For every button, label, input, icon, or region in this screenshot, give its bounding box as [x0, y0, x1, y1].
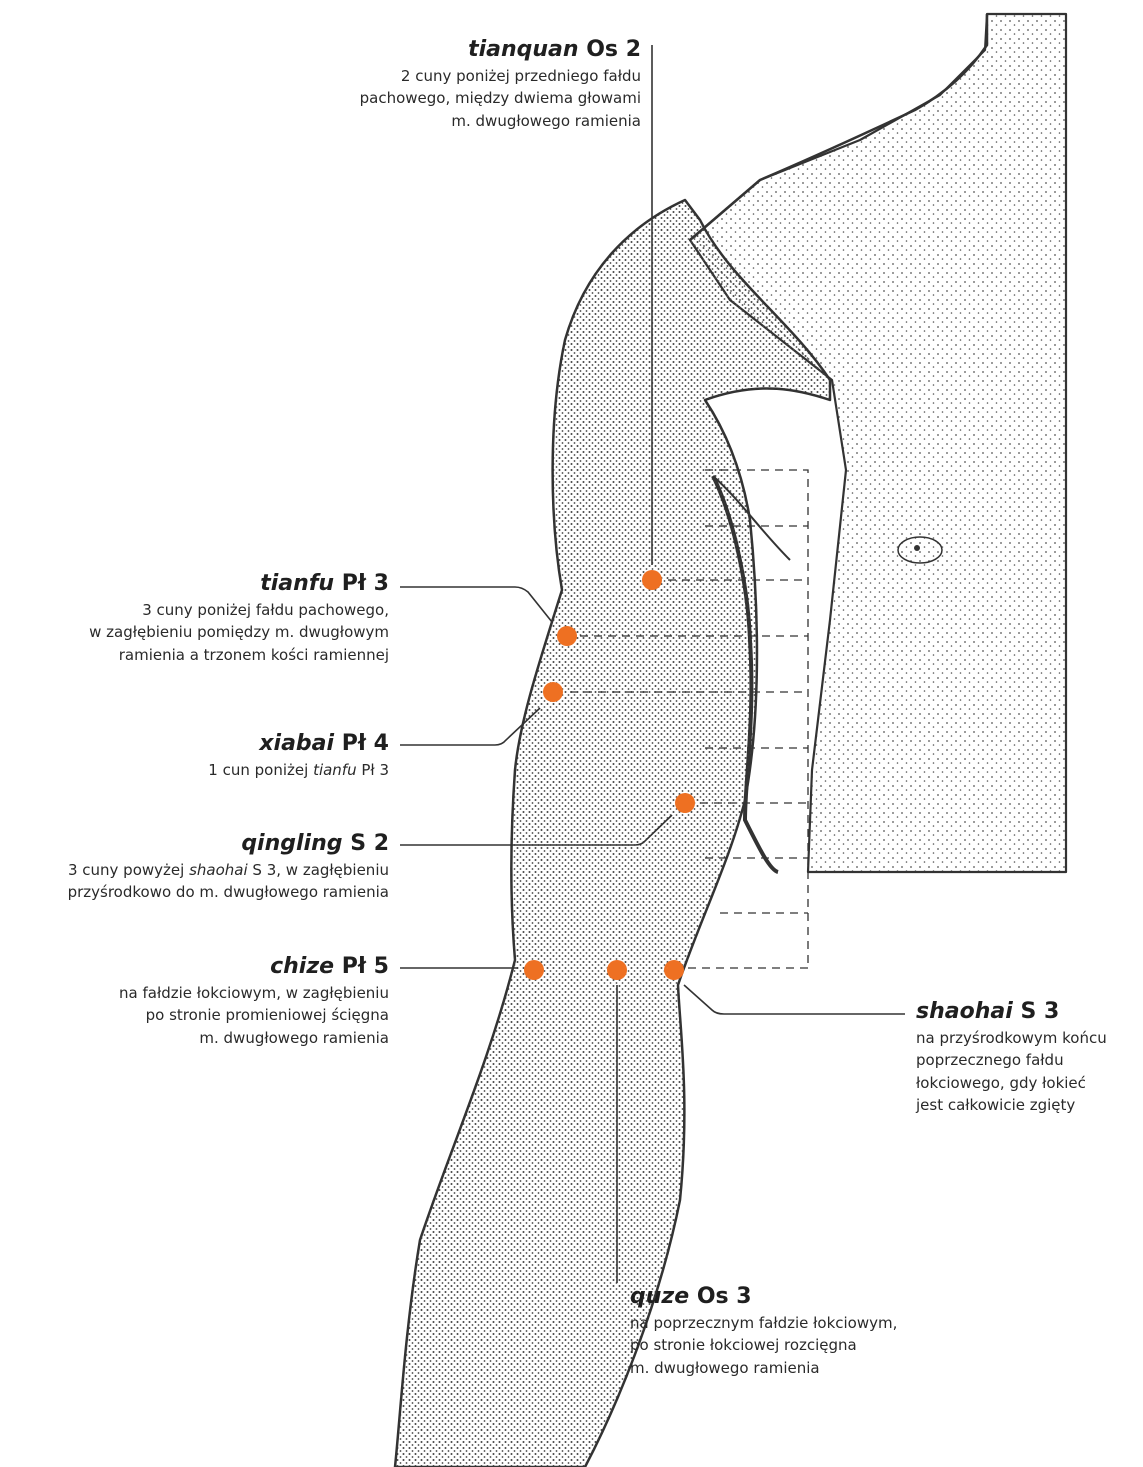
label-title: shaohai S 3 — [916, 998, 1107, 1027]
point-code: Os 2 — [586, 37, 641, 62]
arm-outline — [395, 200, 830, 1467]
point-code: Os 3 — [697, 1284, 752, 1309]
desc-line: m. dwugłowego ramienia — [630, 1357, 897, 1380]
label-description: 2 cuny poniżej przedniego fałdu pachoweg… — [360, 65, 641, 133]
label-description: na poprzecznym fałdzie łokciowym, po str… — [630, 1312, 897, 1380]
desc-line: m. dwugłowego ramienia — [360, 110, 641, 133]
label-title: tianquan Os 2 — [360, 36, 641, 65]
label-description: na fałdzie łokciowym, w zagłębieniu po s… — [119, 982, 389, 1050]
desc-line: ramienia a trzonem kości ramiennej — [89, 644, 389, 667]
point-name: tianfu — [260, 571, 334, 596]
desc-line: przyśrodkowo do m. dwugłowego ramienia — [68, 881, 389, 904]
desc-text: 3 cuny powyżej — [68, 861, 189, 879]
point-name: shaohai — [916, 999, 1013, 1024]
label-quze: quze Os 3 na poprzecznym fałdzie łokciow… — [630, 1283, 897, 1379]
point-name: tianquan — [468, 37, 578, 62]
desc-line: po stronie łokciowej rozcięgna — [630, 1334, 897, 1357]
desc-line: na przyśrodkowym końcu — [916, 1027, 1107, 1050]
desc-line: łokciowego, gdy łokieć — [916, 1072, 1107, 1095]
label-xiabai: xiabai Pł 4 1 cun poniżej tianfu Pł 3 — [208, 730, 389, 781]
point-code: Pł 3 — [342, 571, 389, 596]
label-title: tianfu Pł 3 — [89, 570, 389, 599]
label-description: 3 cuny powyżej shaohai S 3, w zagłębieni… — [68, 859, 389, 904]
point-name: chize — [270, 954, 334, 979]
desc-line: 3 cuny powyżej shaohai S 3, w zagłębieni… — [68, 859, 389, 882]
desc-line: poprzecznego fałdu — [916, 1049, 1107, 1072]
label-title: quze Os 3 — [630, 1283, 897, 1312]
desc-line: m. dwugłowego ramienia — [119, 1027, 389, 1050]
desc-line: 2 cuny poniżej przedniego fałdu — [360, 65, 641, 88]
label-shaohai: shaohai S 3 na przyśrodkowym końcu poprz… — [916, 998, 1107, 1117]
label-description: na przyśrodkowym końcu poprzecznego fałd… — [916, 1027, 1107, 1117]
desc-line: 3 cuny poniżej fałdu pachowego, — [89, 599, 389, 622]
label-description: 1 cun poniżej tianfu Pł 3 — [208, 759, 389, 782]
label-title: qingling S 2 — [68, 830, 389, 859]
desc-italic: tianfu — [313, 761, 357, 779]
desc-line: na poprzecznym fałdzie łokciowym, — [630, 1312, 897, 1335]
point-name: quze — [630, 1284, 689, 1309]
desc-line: jest całkowicie zgięty — [916, 1094, 1107, 1117]
point-name: xiabai — [259, 731, 334, 756]
label-chize: chize Pł 5 na fałdzie łokciowym, w zagłę… — [119, 953, 389, 1049]
desc-line: w zagłębieniu pomiędzy m. dwugłowym — [89, 621, 389, 644]
point-code: Pł 5 — [342, 954, 389, 979]
desc-line: pachowego, między dwiema głowami — [360, 87, 641, 110]
desc-italic: shaohai — [189, 861, 248, 879]
label-title: xiabai Pł 4 — [208, 730, 389, 759]
point-code: S 3 — [1020, 999, 1059, 1024]
desc-text: Pł 3 — [357, 761, 389, 779]
label-tianfu: tianfu Pł 3 3 cuny poniżej fałdu pachowe… — [89, 570, 389, 666]
desc-text: S 3, w zagłębieniu — [248, 861, 389, 879]
point-name: qingling — [241, 831, 342, 856]
label-title: chize Pł 5 — [119, 953, 389, 982]
point-code: Pł 4 — [342, 731, 389, 756]
point-code: S 2 — [350, 831, 389, 856]
desc-line: na fałdzie łokciowym, w zagłębieniu — [119, 982, 389, 1005]
desc-text: 1 cun poniżej — [208, 761, 313, 779]
desc-line: po stronie promieniowej ścięgna — [119, 1004, 389, 1027]
label-tianquan: tianquan Os 2 2 cuny poniżej przedniego … — [360, 36, 641, 132]
label-description: 3 cuny poniżej fałdu pachowego, w zagłęb… — [89, 599, 389, 667]
label-qingling: qingling S 2 3 cuny powyżej shaohai S 3,… — [68, 830, 389, 904]
